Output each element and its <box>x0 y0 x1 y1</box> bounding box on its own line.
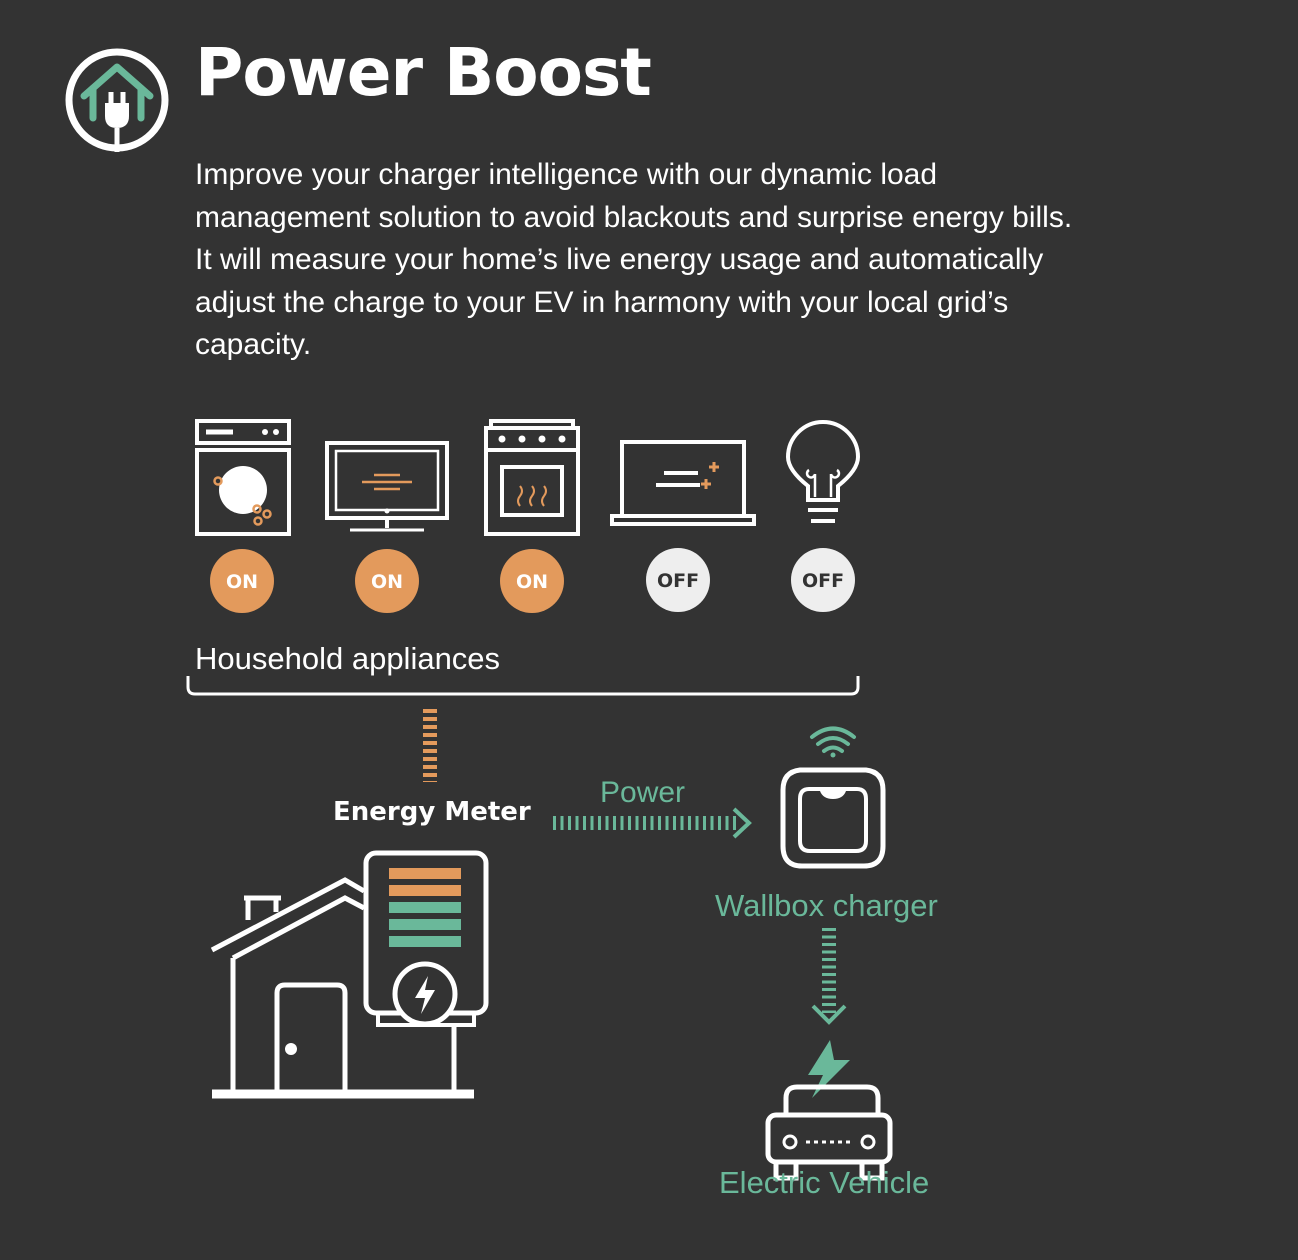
power-arrow <box>553 807 752 839</box>
light-bulb-icon <box>785 420 861 523</box>
home-plug-icon <box>65 48 169 152</box>
description: Improve your charger intelligence with o… <box>195 158 1073 362</box>
status-badge-washing-machine: ON <box>210 549 274 613</box>
status-text: ON <box>516 571 548 593</box>
status-badge-oven: ON <box>500 549 564 613</box>
house-meter-icon <box>210 850 489 1099</box>
status-text: ON <box>371 571 403 593</box>
appliances-label: Household appliances <box>195 641 501 676</box>
status-badge-television: ON <box>355 549 419 613</box>
status-text: OFF <box>657 570 699 592</box>
status-text: ON <box>226 571 258 593</box>
wallbox-charger-label: Wallbox charger <box>715 888 938 923</box>
appliances-bracket <box>186 676 860 696</box>
laptop-icon <box>610 440 756 526</box>
energy-meter-label: Energy Meter <box>333 797 531 827</box>
electric-vehicle-label: Electric Vehicle <box>719 1165 930 1200</box>
television-icon <box>325 441 449 532</box>
status-badges: ON ON ON OFF OFF <box>210 548 855 613</box>
wifi-icon <box>810 726 856 758</box>
charger-to-vehicle-arrow <box>811 928 847 1025</box>
washing-machine-icon <box>195 419 291 536</box>
status-badge-light-bulb: OFF <box>791 548 855 612</box>
page-title: Power Boost <box>195 34 652 111</box>
status-badge-laptop: OFF <box>646 548 710 612</box>
electric-car-icon <box>765 1040 893 1181</box>
status-text: OFF <box>802 570 844 592</box>
oven-icon <box>484 419 580 536</box>
power-label: Power <box>600 776 686 809</box>
wallbox-charger-icon <box>780 767 886 869</box>
